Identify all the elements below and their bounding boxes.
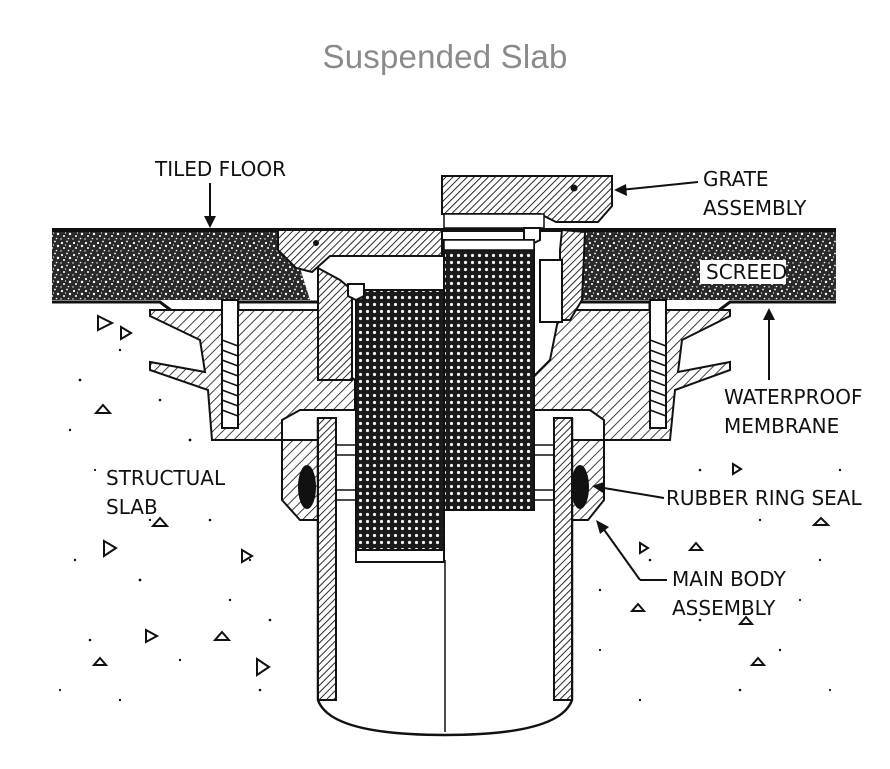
leader-lines bbox=[204, 181, 775, 581]
label-waterproof-line2: MEMBRANE bbox=[724, 414, 839, 438]
page-title: Suspended Slab bbox=[322, 38, 568, 75]
label-rubber-ring-seal: RUBBER RING SEAL bbox=[666, 486, 862, 510]
label-main-body-line1: MAIN BODY bbox=[672, 567, 787, 591]
screed-label-background bbox=[700, 260, 786, 284]
grate-strainer-basket bbox=[443, 239, 535, 511]
label-main-body-line2: ASSEMBLY bbox=[672, 596, 776, 620]
main-body-flange-right bbox=[529, 309, 731, 441]
body-collar-left bbox=[317, 266, 353, 381]
label-grate-line2: ASSEMBLY bbox=[703, 196, 807, 220]
rubber-ring-seal-left bbox=[298, 465, 316, 509]
label-structural-line1: STRUCTUAL bbox=[106, 466, 226, 490]
rubber-ring-seal-right bbox=[571, 465, 589, 509]
strainer-clip bbox=[347, 283, 365, 302]
outlet-pipe-wall-left bbox=[317, 417, 337, 701]
strainer-rim bbox=[443, 239, 535, 251]
label-grate-line1: GRATE bbox=[703, 167, 769, 191]
label-screed: SCREED bbox=[706, 260, 787, 284]
tile-layer bbox=[52, 228, 836, 232]
frame-fixing bbox=[313, 240, 319, 246]
grate-neck bbox=[443, 213, 545, 229]
inner-strainer-basket bbox=[355, 289, 445, 561]
grate-screw bbox=[570, 184, 578, 192]
aggregate-triangles bbox=[91, 314, 831, 677]
label-tiled-floor: TILED FLOOR bbox=[154, 157, 286, 181]
screed-left bbox=[52, 232, 310, 300]
clamp-bolt-right bbox=[649, 299, 667, 429]
inner-strainer-base bbox=[355, 549, 445, 563]
grate-frame-right bbox=[559, 228, 587, 321]
outlet-pipe-wall-right bbox=[553, 417, 573, 701]
label-waterproof-line1: WATERPROOF bbox=[724, 385, 863, 409]
structural-slab-aggregate bbox=[58, 348, 842, 702]
grate-frame-left bbox=[277, 229, 443, 274]
label-structural-line2: SLAB bbox=[106, 495, 158, 519]
clamp-bolt-left bbox=[221, 299, 239, 429]
body-collar-right bbox=[539, 259, 563, 323]
